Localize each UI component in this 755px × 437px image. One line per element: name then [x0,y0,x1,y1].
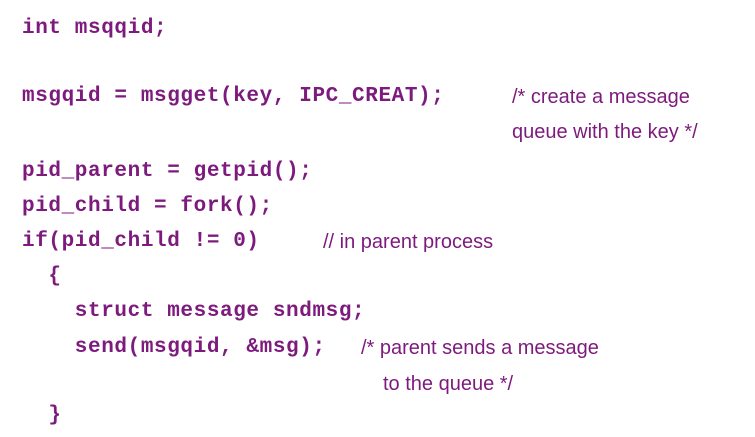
code-line-struct-message: struct message sndmsg; [22,300,366,323]
code-line-getpid: pid_parent = getpid(); [22,160,313,183]
code-line-if-parent: if(pid_child != 0) [22,230,260,253]
comment-parent-sends-line1: /* parent sends a message [361,337,599,359]
code-line-send: send(msgqid, &msg); [22,336,326,359]
comment-parent-sends-line2: to the queue */ [383,373,514,395]
comment-create-queue-line2: queue with the key */ [512,121,698,143]
code-line-open-brace: { [22,265,62,288]
comment-create-queue-line1: /* create a message [512,86,690,108]
code-line-msgget: msgqid = msgget(key, IPC_CREAT); [22,85,445,108]
code-line-close-brace: } [22,404,62,427]
code-line-fork: pid_child = fork(); [22,195,273,218]
comment-in-parent-process: // in parent process [323,231,494,253]
code-line-declaration: int msqqid; [22,17,168,40]
